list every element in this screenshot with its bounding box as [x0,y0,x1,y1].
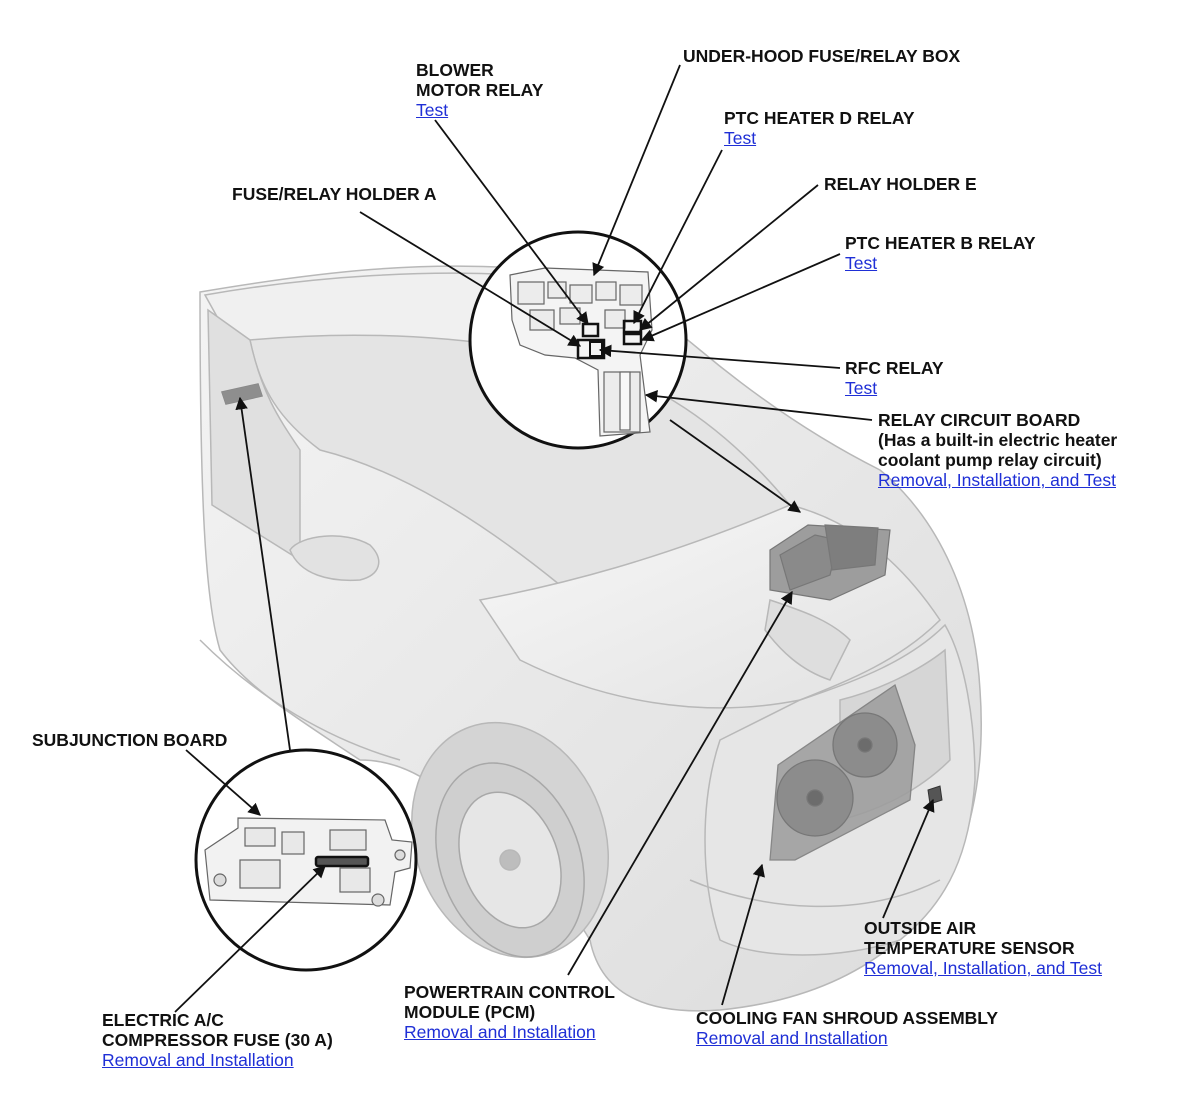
label-line: PTC HEATER B RELAY [845,233,1036,253]
under-hood-zoom [468,230,688,450]
label-line: TEMPERATURE SENSOR [864,938,1075,958]
label-line: RELAY CIRCUIT BOARD [878,410,1081,430]
label-line: OUTSIDE AIR [864,918,977,938]
cooling-fan-shroud-label: COOLING FAN SHROUD ASSEMBLY Removal and … [696,1008,998,1048]
label-line: coolant pump relay circuit) [878,450,1102,470]
ptc-heater-b-relay-test-link[interactable]: Test [845,253,878,273]
side-mirror [289,535,380,582]
subjunction-location [222,384,262,404]
ptc-heater-d-relay-label: PTC HEATER D RELAY Test [724,108,915,148]
rfc-relay-label: RFC RELAY Test [845,358,944,398]
front-hub [499,849,521,871]
label-line: ELECTRIC A/C [102,1010,224,1030]
label-line: COOLING FAN SHROUD ASSEMBLY [696,1008,999,1028]
relay-holder-e-label: RELAY HOLDER E [824,174,977,194]
pcm-link[interactable]: Removal and Installation [404,1022,596,1042]
ac-fuse-mark [314,855,370,868]
label-line: FUSE/RELAY HOLDER A [232,184,437,204]
rfc-relay-test-link[interactable]: Test [845,378,878,398]
label-line: COMPRESSOR FUSE (30 A) [102,1030,333,1050]
relay-circuit-board-link[interactable]: Removal, Installation, and Test [878,470,1117,490]
subjunction-board-drawing [204,817,413,907]
ac-compressor-fuse-label: ELECTRIC A/C COMPRESSOR FUSE (30 A) Remo… [102,1010,333,1070]
subjunction-board-label: SUBJUNCTION BOARD [32,730,227,750]
under-hood-fuse-relay-box-label: UNDER-HOOD FUSE/RELAY BOX [683,46,960,66]
ptc-heater-b-relay-label: PTC HEATER B RELAY Test [845,233,1036,273]
pcm-label: POWERTRAIN CONTROL MODULE (PCM) Removal … [404,982,615,1042]
label-line: RELAY HOLDER E [824,174,977,194]
label-line: UNDER-HOOD FUSE/RELAY BOX [683,46,961,66]
outside-air-temperature-sensor-link[interactable]: Removal, Installation, and Test [864,958,1103,978]
pcm-module [769,524,891,601]
subjunction-zoom [194,748,418,972]
blower-motor-relay-test-link[interactable]: Test [416,100,449,120]
cooling-fan-shroud-link[interactable]: Removal and Installation [696,1028,888,1048]
label-line: PTC HEATER D RELAY [724,108,915,128]
side-window [207,308,301,562]
blower-relay-mark [581,322,600,338]
blower-motor-relay-label: BLOWER MOTOR RELAY Test [416,60,543,120]
label-line: POWERTRAIN CONTROL [404,982,615,1002]
label-line: (Has a built-in electric heater [878,430,1118,450]
label-line: SUBJUNCTION BOARD [32,730,228,750]
label-line: MOTOR RELAY [416,80,544,100]
outside-air-temperature-sensor-label: OUTSIDE AIR TEMPERATURE SENSOR Removal, … [864,918,1102,978]
cooling-fan-shroud [769,683,916,861]
ac-compressor-fuse-link[interactable]: Removal and Installation [102,1050,294,1070]
leader-lines [174,64,935,1013]
label-line: MODULE (PCM) [404,1002,536,1022]
relay-circuit-board-label: RELAY CIRCUIT BOARD (Has a built-in elec… [878,410,1117,490]
label-line: RFC RELAY [845,358,944,378]
ptc-heater-d-relay-test-link[interactable]: Test [724,128,757,148]
label-line: BLOWER [416,60,494,80]
headlight [764,599,851,681]
fuse-relay-holder-a-label: FUSE/RELAY HOLDER A [232,184,437,204]
